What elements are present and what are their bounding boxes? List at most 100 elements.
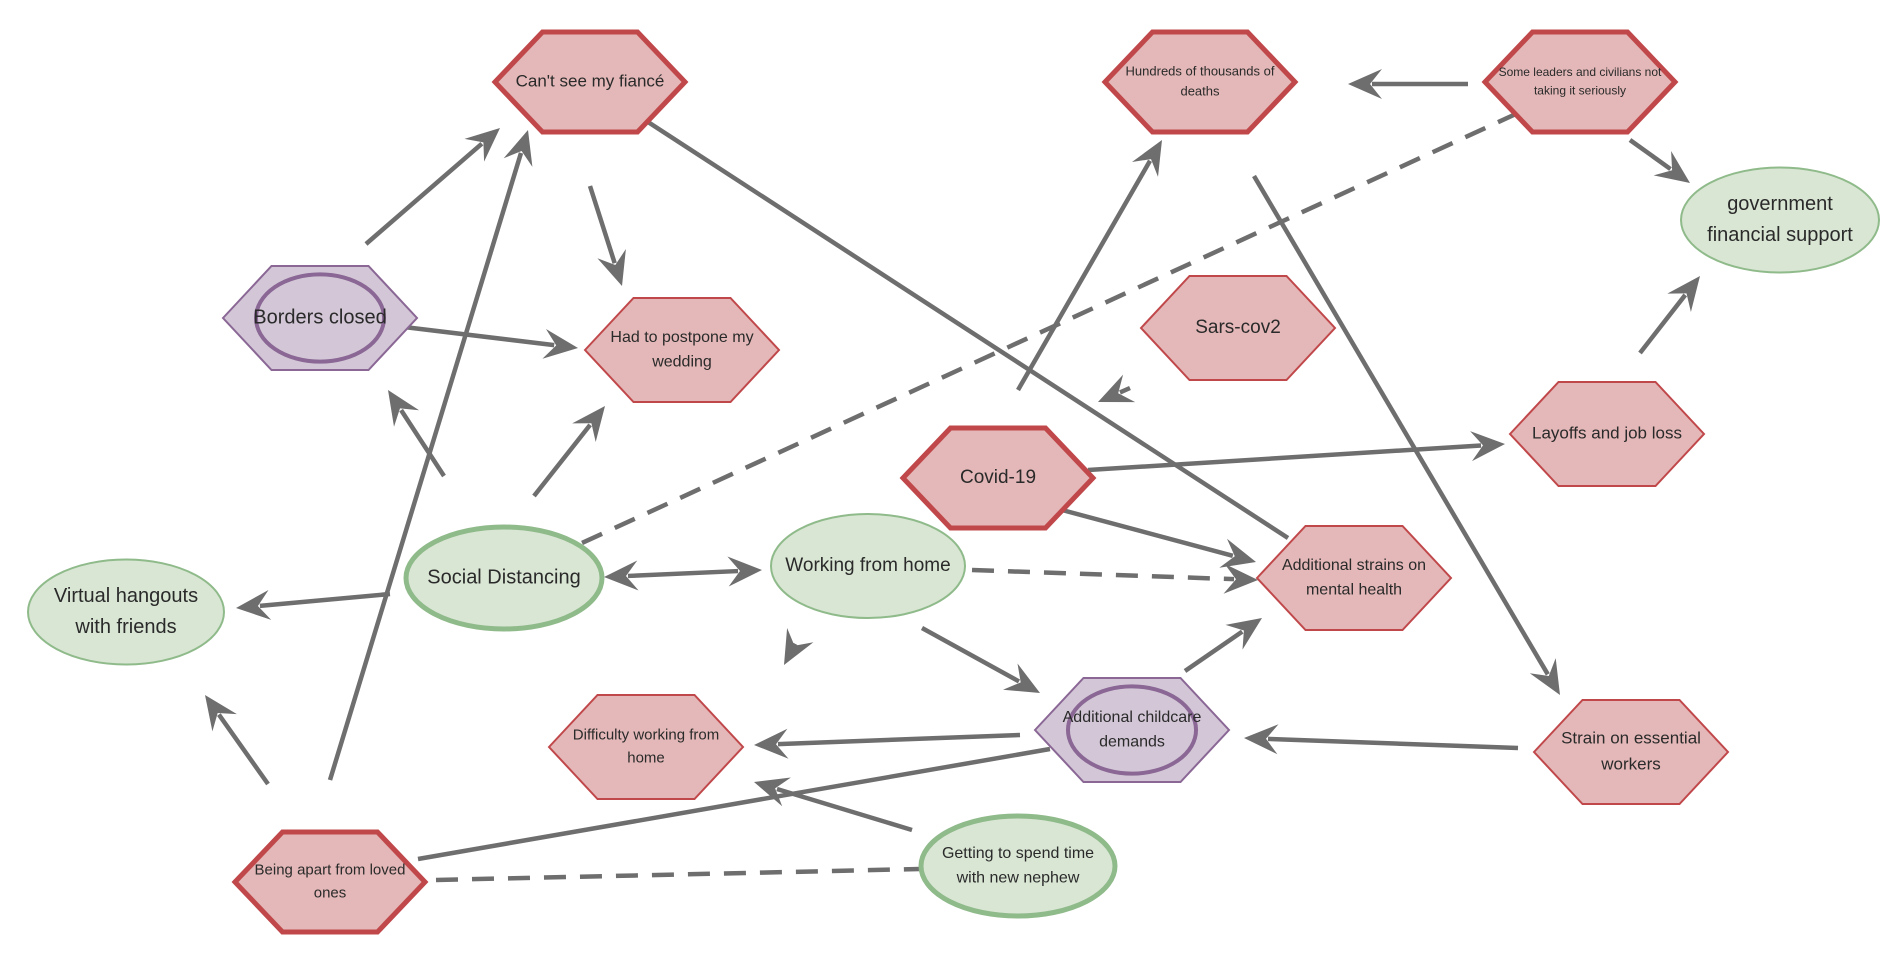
edge-hundreds-of-thousands-of-deaths-to-strain-essential-workers <box>1252 174 1560 695</box>
arrowhead-icon <box>727 556 762 587</box>
node-shape <box>27 558 225 666</box>
node-shape <box>1255 525 1453 631</box>
node-label: Difficulty working from <box>573 726 719 743</box>
node-label: mental health <box>1306 582 1402 599</box>
node-shape <box>1508 381 1706 487</box>
node-label: ones <box>314 885 347 902</box>
arrowhead-icon <box>542 329 578 359</box>
node-label: financial support <box>1707 224 1853 246</box>
node-label: workers <box>1600 755 1661 774</box>
node-label: Strain on essential <box>1561 728 1701 747</box>
edge-line <box>646 120 1290 540</box>
arrowhead-icon <box>1348 69 1382 99</box>
edge-line <box>364 142 484 246</box>
arrowhead-icon <box>1529 658 1560 695</box>
node-label: government <box>1727 193 1833 215</box>
node-label: demands <box>1099 734 1165 751</box>
edge-line <box>1119 385 1131 395</box>
node-label: Borders closed <box>253 306 386 328</box>
node-label: Virtual hangouts <box>54 585 198 607</box>
edge-line <box>1638 293 1688 355</box>
edge-line <box>1183 629 1244 673</box>
arrowhead-icon <box>388 390 420 427</box>
node-working-from-home[interactable]: Working from home <box>770 513 966 619</box>
edges-layer <box>205 69 1700 883</box>
edge-line <box>1628 138 1672 171</box>
node-shape <box>547 694 745 800</box>
node-label: Can't see my fiancé <box>516 71 665 90</box>
node-social-distancing[interactable]: Social Distancing <box>403 524 605 632</box>
node-sars-cov2[interactable]: Sars-cov2 <box>1139 275 1337 381</box>
node-postpone-wedding[interactable]: Had to postpone my wedding <box>583 297 781 403</box>
edge-being-apart-loved-ones-to-cant-see-fiance <box>327 130 533 781</box>
node-label: home <box>627 750 665 767</box>
node-label: wedding <box>651 354 712 371</box>
node-label: Had to postpone my <box>610 329 753 346</box>
node-label: Social Distancing <box>427 566 580 588</box>
edge-leaders-not-serious-to-hundreds-of-thousands-of-deaths <box>1348 69 1468 99</box>
node-borders-closed[interactable]: Borders closed <box>221 265 419 371</box>
arrowhead-icon <box>503 130 533 167</box>
edge-line <box>581 110 1519 546</box>
node-shape <box>1680 166 1880 274</box>
node-label: Layoffs and job loss <box>1532 423 1682 442</box>
node-virtual-hangouts[interactable]: Virtual hangouts with friends <box>27 558 225 666</box>
node-label: with friends <box>74 616 176 638</box>
edge-borders-closed-to-postpone-wedding <box>403 324 578 359</box>
node-inner-ellipse <box>1065 684 1199 776</box>
node-new-nephew[interactable]: Getting to spend time with new nephew <box>918 813 1118 919</box>
edge-social-distancing-to-working-from-home <box>604 556 762 591</box>
node-shape <box>1481 29 1679 135</box>
edge-line <box>627 568 739 579</box>
node-strain-essential-workers[interactable]: Strain on essential workers <box>1532 699 1730 805</box>
node-hundreds-of-thousands-of-deaths[interactable]: Hundreds of thousands of deaths <box>1101 29 1299 135</box>
edge-social-distancing-to-borders-closed <box>388 390 446 478</box>
edge-social-distancing-to-postpone-wedding <box>532 406 605 498</box>
arrowhead-icon <box>1225 618 1262 650</box>
edge-social-distancing-to-virtual-hangouts <box>236 590 391 620</box>
node-government-financial-support[interactable]: government financial support <box>1680 166 1880 274</box>
node-label: taking it seriously <box>1534 83 1626 97</box>
edge-additional-childcare-demands-to-additional-strains-mental-health <box>1183 618 1262 673</box>
edge-strain-essential-workers-to-additional-childcare-demands <box>1244 724 1519 755</box>
edge-line <box>587 185 617 264</box>
node-shape <box>918 813 1118 919</box>
node-shape <box>1532 699 1730 805</box>
arrowhead-icon <box>784 628 814 665</box>
node-cant-see-fiance[interactable]: Can't see my fiancé <box>491 29 689 135</box>
arrowhead-icon <box>754 777 791 807</box>
arrowhead-icon <box>604 560 639 591</box>
edge-leaders-not-serious-to-government-financial-support <box>1628 138 1690 183</box>
edge-line <box>920 626 1021 684</box>
node-label: Getting to spend time <box>942 845 1094 862</box>
edge-line <box>1016 159 1152 392</box>
arrowhead-icon <box>1098 374 1136 403</box>
node-label: with new nephew <box>956 870 1080 887</box>
node-shape <box>1139 275 1337 381</box>
arrowhead-icon <box>236 590 272 620</box>
arrowhead-icon <box>1470 431 1505 462</box>
node-label: Working from home <box>785 555 950 576</box>
edge-additional-childcare-demands-to-difficulty-working-from-home <box>754 728 1021 759</box>
arrowhead-icon <box>205 695 237 732</box>
edge-line <box>532 423 592 498</box>
node-layoffs-job-loss[interactable]: Layoffs and job loss <box>1508 381 1706 487</box>
node-shape <box>1101 29 1299 135</box>
node-label: Hundreds of thousands of <box>1126 63 1275 78</box>
node-difficulty-working-from-home[interactable]: Difficulty working from home <box>547 694 745 800</box>
edge-working-from-home-to-additional-strains-mental-health <box>971 563 1258 594</box>
edge-covid-19-to-hundreds-of-thousands-of-deaths <box>1016 140 1162 392</box>
nodes-layer: Can't see my fiancé Hundreds of thousands… <box>27 29 1880 935</box>
node-label: deaths <box>1180 84 1220 99</box>
arrowhead-icon <box>1223 563 1258 594</box>
edge-leaders-not-serious-to-social-distancing <box>581 110 1519 546</box>
node-covid-19[interactable]: Covid-19 <box>899 425 1097 531</box>
edge-borders-closed-to-cant-see-fiance <box>364 128 500 246</box>
edge-line <box>971 567 1235 582</box>
edge-line <box>399 408 446 478</box>
edge-line <box>327 152 524 781</box>
